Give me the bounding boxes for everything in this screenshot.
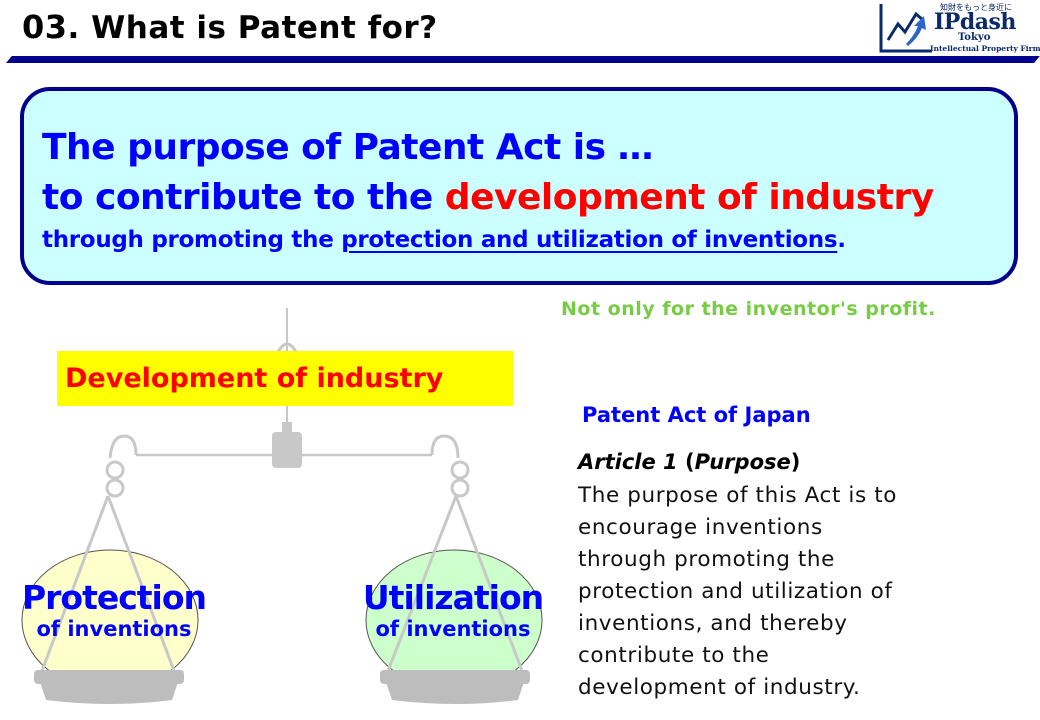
article-paren-close: ) bbox=[790, 450, 801, 474]
article-body-line: development of industry. bbox=[578, 675, 861, 700]
development-of-industry-label: Development of industry bbox=[57, 351, 513, 406]
article-body: The purpose of this Act is to encourage … bbox=[578, 480, 1018, 704]
protection-title: Protection bbox=[21, 578, 207, 617]
title-text: What is Patent for? bbox=[91, 10, 438, 46]
article-name: Purpose bbox=[694, 450, 791, 474]
balance-scale-illustration bbox=[21, 308, 543, 704]
article-heading: Article 1 (Purpose) bbox=[578, 450, 800, 474]
purpose-line-1: The purpose of Patent Act is … bbox=[42, 127, 654, 168]
article-body-line: protection and utilization of bbox=[578, 579, 893, 604]
article-paren-open: ( bbox=[677, 450, 695, 474]
inventor-profit-note: Not only for the inventor's profit. bbox=[561, 298, 936, 320]
purpose-line-3: through promoting the protection and uti… bbox=[42, 227, 846, 253]
purpose-underlined-phrase: protection and utilization of inventions bbox=[341, 227, 838, 253]
purpose-line-3-suffix: . bbox=[837, 227, 846, 253]
protection-pan-label: Protection of inventions bbox=[14, 580, 214, 642]
utilization-pan-label: Utilization of inventions bbox=[358, 580, 548, 642]
article-body-line: through promoting the bbox=[578, 547, 835, 572]
act-title: Patent Act of Japan bbox=[582, 403, 811, 427]
section-number: 03 bbox=[22, 8, 68, 46]
utilization-subtitle: of inventions bbox=[375, 617, 531, 641]
logo-firm: Intellectual Property Firm bbox=[930, 44, 1040, 53]
purpose-statement-box: The purpose of Patent Act is … to contri… bbox=[20, 87, 1018, 285]
logo-city: Tokyo bbox=[958, 32, 991, 43]
purpose-highlight: development of industry bbox=[444, 177, 934, 218]
logo-brand: IPdash bbox=[934, 9, 1016, 35]
article-body-line: The purpose of this Act is to bbox=[578, 483, 898, 508]
purpose-line-3-prefix: through promoting the bbox=[42, 227, 342, 253]
article-body-line: contribute to the bbox=[578, 643, 770, 668]
article-label: Article 1 bbox=[578, 450, 678, 474]
rising-chart-arrow-icon bbox=[879, 4, 932, 53]
article-body-line: inventions, and thereby bbox=[578, 611, 848, 636]
article-body-line: encourage inventions bbox=[578, 515, 823, 540]
title-dot: . bbox=[67, 10, 92, 46]
purpose-line-2-prefix: to contribute to the bbox=[42, 177, 445, 218]
header-underline-bar bbox=[6, 56, 1040, 63]
protection-subtitle: of inventions bbox=[36, 617, 192, 641]
purpose-line-2: to contribute to the development of indu… bbox=[42, 177, 934, 218]
utilization-title: Utilization bbox=[362, 578, 544, 617]
ipdash-logo: 知財をもっと身近に IPdash Tokyo Intellectual Prop… bbox=[878, 2, 1040, 54]
logo-tagline: 知財をもっと身近に bbox=[940, 3, 1012, 12]
page-title: 03. What is Patent for? bbox=[22, 8, 438, 46]
